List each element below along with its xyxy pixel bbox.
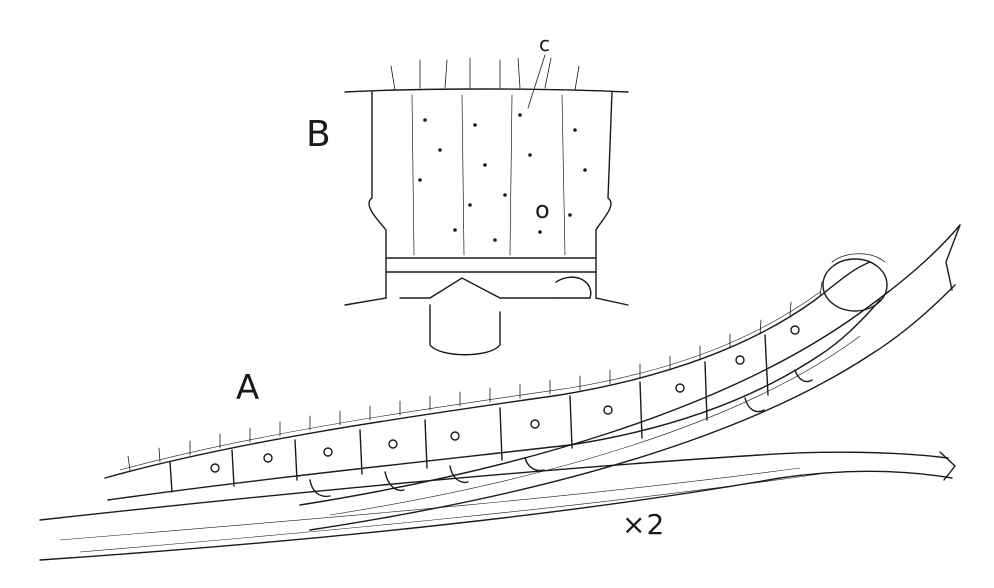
magnification-label: ×2: [622, 508, 666, 541]
figure-label-o: o: [535, 196, 550, 224]
segment-detail-figure-b: [344, 54, 629, 356]
caterpillar-figure-a: [104, 253, 888, 501]
figure-label-b: B: [306, 114, 331, 155]
figure-label-c: c: [539, 32, 550, 56]
grass-blade-lower: [39, 451, 956, 561]
figure-label-a: A: [236, 368, 260, 408]
grass-blade-upper: [299, 224, 961, 531]
segment-stipple: [418, 113, 587, 242]
